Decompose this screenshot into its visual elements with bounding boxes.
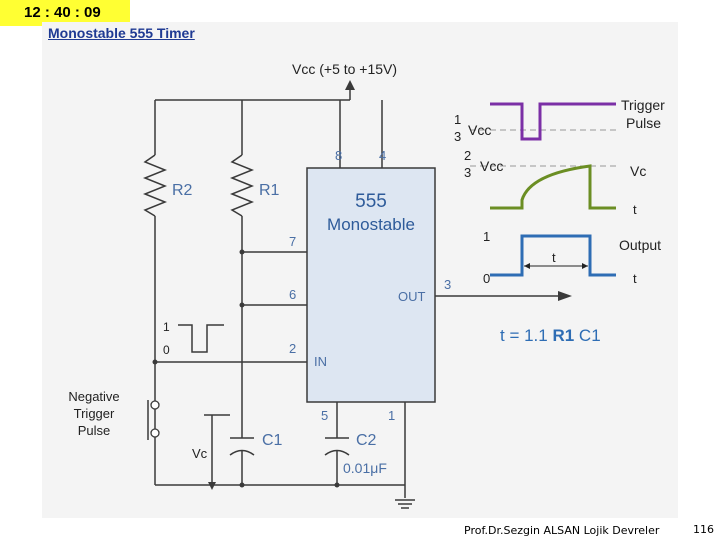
ic-in-label: IN (314, 354, 327, 369)
waveform-panel (470, 102, 620, 277)
vc-wave-label: Vc (630, 163, 646, 179)
frac1-var: Vcc (468, 122, 491, 138)
trigger-input-line1: Negative (68, 389, 119, 404)
ic-555 (306, 167, 436, 403)
r2-resistor (142, 154, 168, 217)
ic-out-label: OUT (398, 289, 426, 304)
frac2-num: 2 (464, 148, 471, 163)
ic-name: 555 (355, 191, 387, 212)
t-axis-vc: t (633, 202, 637, 217)
slide-title: Monostable 555 Timer (48, 25, 195, 41)
pin-7: 7 (289, 234, 296, 249)
footer-text: Prof.Dr.Sezgin ALSAN Lojik Devreler (464, 524, 660, 537)
t-axis-output: t (633, 271, 637, 286)
page-number: 116 (693, 523, 714, 536)
t-width-label: t (552, 250, 556, 265)
trigger-label-line1: Trigger (621, 97, 665, 113)
trigger-input-line2: Trigger (74, 406, 115, 421)
trigger-waveform (490, 102, 616, 141)
pin-4: 4 (379, 148, 386, 163)
out-arrow (558, 291, 572, 301)
output-waveform (490, 234, 616, 277)
trigger-input-line3: Pulse (78, 423, 111, 438)
out-low-label: 0 (483, 271, 490, 286)
r1-label: R1 (259, 182, 280, 199)
ic-mode: Monostable (327, 215, 415, 234)
c2-label: C2 (356, 432, 377, 449)
frac1-num: 1 (454, 112, 461, 127)
vcc-arrow (345, 80, 355, 90)
trigger-label-line2: Pulse (626, 115, 661, 131)
input-pulse (178, 324, 224, 353)
r2-label: R2 (172, 182, 193, 199)
c1-label: C1 (262, 432, 283, 449)
pin-2: 2 (289, 341, 296, 356)
vcc-label: Vcc (+5 to +15V) (292, 61, 397, 77)
frac2-var: Vcc (480, 158, 503, 174)
pin-8: 8 (335, 148, 342, 163)
vc-probe-label: Vc (192, 446, 208, 461)
vc-waveform (490, 164, 616, 210)
c2-value: 0.01μF (343, 460, 387, 476)
input-high-label: 1 (163, 320, 170, 334)
r1-resistor (229, 154, 255, 217)
input-low-label: 0 (163, 343, 170, 357)
out-high-label: 1 (483, 229, 490, 244)
frac2-den: 3 (464, 165, 471, 180)
vc-probe-arrow (208, 482, 216, 490)
pin-3: 3 (444, 277, 451, 292)
pin-1: 1 (388, 408, 395, 423)
output-label: Output (619, 237, 661, 253)
timing-formula: t = 1.1 R1 C1 (500, 326, 601, 345)
pin-6: 6 (289, 287, 296, 302)
clock: 12 : 40 : 09 (0, 0, 130, 26)
pin-5: 5 (321, 408, 328, 423)
frac1-den: 3 (454, 129, 461, 144)
